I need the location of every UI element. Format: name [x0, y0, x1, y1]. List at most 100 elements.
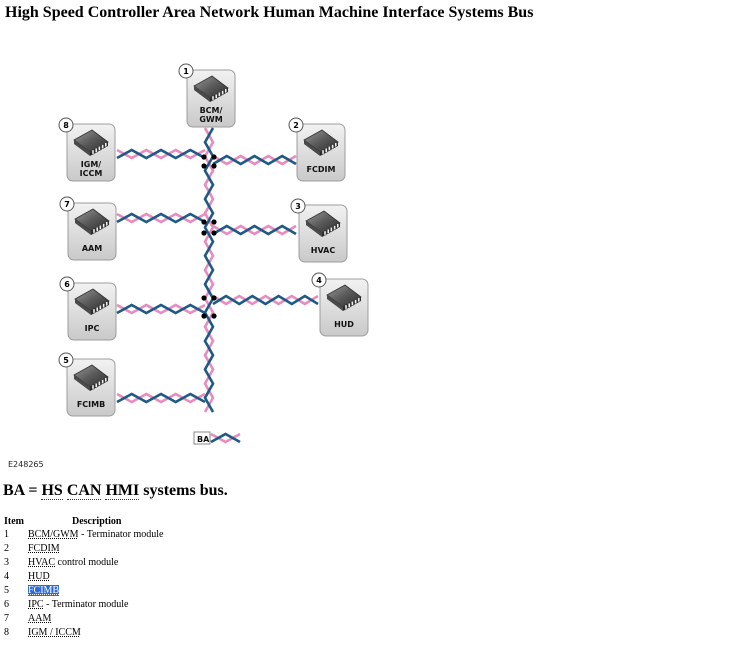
item-abbreviation[interactable]: FCDIM	[28, 543, 60, 554]
module-6[interactable]: IPC 6	[59, 276, 117, 341]
branch-3-wire-pink	[212, 224, 297, 236]
module-1[interactable]: BCM/GWM 1	[178, 63, 236, 128]
splice-dot	[201, 313, 207, 319]
item-number: 4	[4, 571, 9, 582]
branch-4-wire-pink	[212, 294, 319, 306]
module-2[interactable]: FCDIM 2	[288, 117, 346, 182]
branch-7-wire-pink	[116, 212, 206, 224]
svg-text:6: 6	[64, 280, 70, 289]
ecu-chip-icon	[73, 129, 109, 156]
module-label: IGM/	[81, 160, 102, 169]
module-label: HUD	[334, 320, 354, 329]
branch-5-wire-blue	[116, 392, 206, 404]
module-label: BCM/	[200, 106, 223, 115]
header-description: Description	[72, 515, 122, 527]
item-number: 7	[4, 613, 9, 624]
item-number: 3	[4, 557, 9, 568]
ecu-chip-icon	[73, 364, 109, 391]
svg-text:3: 3	[295, 202, 301, 211]
module-number-badge: 5	[58, 352, 74, 368]
item-abbreviation[interactable]: HUD	[28, 571, 50, 582]
item-abbreviation[interactable]: IGM / ICCM	[28, 627, 81, 638]
branch-7-wire-blue	[116, 212, 206, 224]
module-number-badge: 6	[59, 276, 75, 292]
ecu-chip-icon	[326, 284, 362, 311]
item-description-text: - Terminator module	[43, 599, 129, 610]
branch-2-wire-blue	[212, 154, 297, 166]
item-description: HVAC control module	[28, 557, 164, 571]
module-label-line2: GWM	[199, 115, 222, 124]
bus-key-symbol: BA	[193, 431, 241, 445]
item-number: 2	[4, 543, 9, 554]
splice-dot	[201, 295, 207, 301]
module-number-badge: 4	[311, 272, 327, 288]
splice-dot	[201, 219, 207, 225]
splice-dot	[211, 230, 217, 236]
ecu-chip-icon	[74, 288, 110, 315]
module-label: FCDIM	[307, 165, 336, 174]
module-number-badge: 8	[58, 117, 74, 133]
table-row: 3 HVAC control module	[4, 557, 164, 571]
abbr-hs[interactable]: HS	[41, 482, 63, 500]
item-abbreviation[interactable]: AAM	[28, 613, 52, 624]
table-row: 2 FCDIM	[4, 543, 164, 557]
legend-suffix: systems bus.	[143, 482, 228, 499]
legend-prefix: BA =	[3, 482, 42, 499]
module-label: IPC	[85, 324, 100, 333]
module-label: HVAC	[311, 246, 336, 255]
item-abbreviation[interactable]: HVAC	[28, 557, 56, 568]
item-description: AAM	[28, 613, 164, 627]
module-4[interactable]: HUD 4	[311, 272, 369, 337]
legend-line: BA = HS CAN HMI systems bus.	[3, 482, 228, 500]
item-description-text: - Terminator module	[78, 529, 164, 540]
svg-text:5: 5	[63, 356, 69, 365]
table-row: 4 HUD	[4, 571, 164, 585]
ecu-chip-icon	[303, 129, 339, 156]
ecu-chip-icon	[305, 210, 341, 237]
svg-text:4: 4	[316, 276, 322, 285]
bus-wires	[116, 127, 319, 413]
table-row: 8 IGM / ICCM	[4, 627, 164, 641]
module-number-badge: 1	[178, 63, 194, 79]
module-8[interactable]: IGM/ICCM 8	[58, 117, 116, 182]
branch-5-wire-pink	[116, 392, 206, 404]
splice-points	[201, 154, 217, 319]
module-label-line2: ICCM	[80, 169, 103, 178]
module-5[interactable]: FCIMB 5	[58, 352, 116, 417]
splice-dot	[201, 230, 207, 236]
item-description: IPC - Terminator module	[28, 599, 164, 613]
page-title: High Speed Controller Area Network Human…	[5, 4, 534, 21]
splice-dot	[211, 295, 217, 301]
abbr-can[interactable]: CAN	[66, 482, 102, 500]
module-3[interactable]: HVAC 3	[290, 198, 348, 263]
header-item: Item	[4, 515, 24, 527]
module-label: FCIMB	[77, 400, 105, 409]
item-abbreviation[interactable]: IPC	[28, 599, 44, 610]
splice-dot	[211, 313, 217, 319]
item-number: 6	[4, 599, 9, 610]
item-description: FCIMB	[28, 585, 164, 599]
item-abbreviation[interactable]: BCM/GWM	[28, 529, 79, 540]
key-wire-blue	[210, 432, 241, 444]
item-abbreviation[interactable]: FCIMB	[28, 585, 60, 596]
item-description: FCDIM	[28, 543, 164, 557]
branch-8-wire-pink	[116, 148, 206, 160]
item-description-text: control module	[55, 557, 119, 568]
branch-6-wire-blue	[116, 303, 206, 315]
bus-key-label: BA	[197, 435, 210, 444]
splice-dot	[211, 163, 217, 169]
table-row: 6 IPC - Terminator module	[4, 599, 164, 613]
svg-text:2: 2	[293, 121, 299, 130]
abbr-hmi[interactable]: HMI	[105, 482, 140, 500]
branch-6-wire-pink	[116, 303, 206, 315]
figure-id: E248265	[8, 460, 44, 469]
backbone-wire-blue	[203, 127, 215, 413]
item-number: 8	[4, 627, 9, 638]
table-row: 7 AAM	[4, 613, 164, 627]
ecu-chip-icon	[74, 208, 110, 235]
module-label: AAM	[82, 244, 102, 253]
